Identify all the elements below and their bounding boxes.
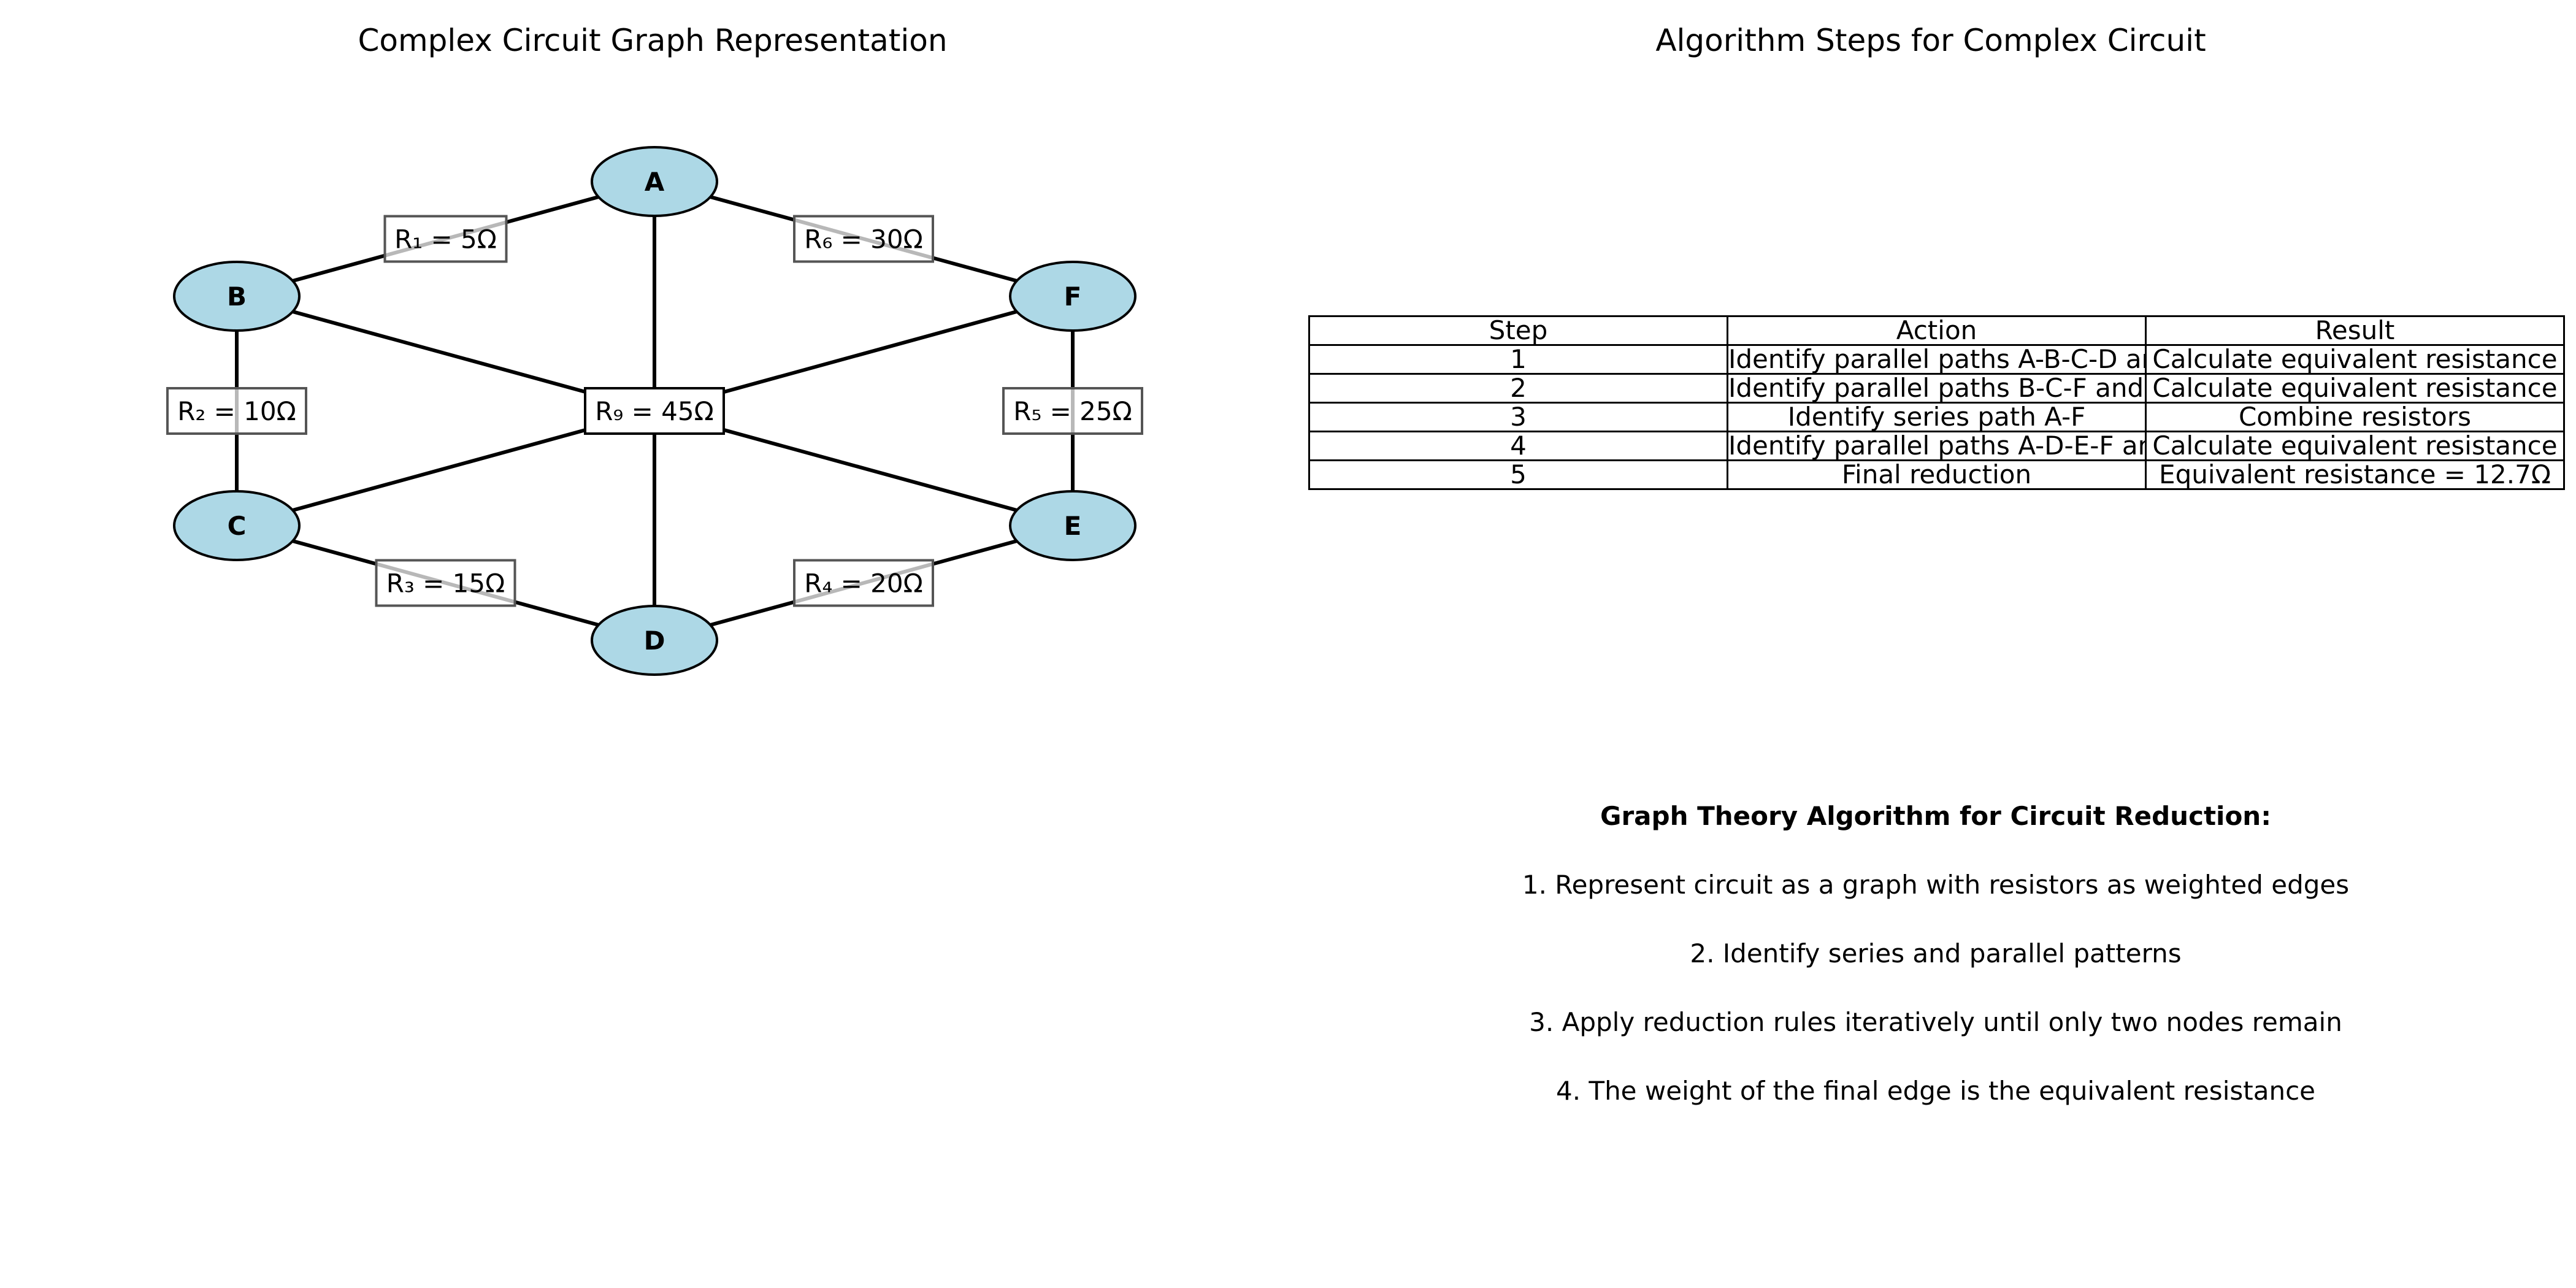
resistor-label-4: R₄ = 20Ω: [793, 559, 934, 607]
header-action: Action: [1727, 315, 2147, 346]
header-step: Step: [1308, 315, 1728, 346]
node-label-c: C: [228, 511, 247, 541]
cell-result: Calculate equivalent resistance: [2145, 373, 2565, 404]
cell-action: Identify parallel paths A-B-C-D and A: [1727, 344, 2147, 375]
cell-result: Calculate equivalent resistance: [2145, 431, 2565, 461]
cell-action: Identify parallel paths A-D-E-F and A: [1727, 431, 2147, 461]
resistor-label-text: R₃ = 15Ω: [386, 569, 505, 599]
node-d: [591, 605, 718, 676]
node-e: [1009, 490, 1137, 561]
resistor-label-3: R₃ = 15Ω: [375, 559, 516, 607]
node-c: [173, 490, 301, 561]
resistor-label-1: R₁ = 5Ω: [383, 215, 508, 263]
table-row: 4 Identify parallel paths A-D-E-F and A …: [1308, 431, 2565, 461]
resistor-label-text: R₁ = 5Ω: [394, 224, 497, 255]
algorithm-step: 1. Represent circuit as a graph with res…: [1522, 870, 2350, 900]
node-label-a: A: [645, 167, 665, 197]
resistor-label-5: R₅ = 25Ω: [1002, 387, 1143, 435]
resistor-label-2: R₂ = 10Ω: [166, 387, 307, 435]
resistor-label-box: [584, 387, 725, 435]
table-row: 5 Final reduction Equivalent resistance …: [1308, 459, 2565, 490]
cell-result: Equivalent resistance = 12.7Ω: [2145, 459, 2565, 490]
node-label-d: D: [644, 626, 665, 656]
cell-result: Combine resistors: [2145, 402, 2565, 432]
resistor-label-7: R₉ = 45Ω: [584, 387, 725, 435]
table-row: 2 Identify parallel paths B-C-F and B- C…: [1308, 373, 2565, 404]
algorithm-heading: Graph Theory Algorithm for Circuit Reduc…: [1600, 801, 2271, 831]
cell-action: Final reduction: [1727, 459, 2147, 490]
algorithm-step: 2. Identify series and parallel patterns: [1690, 938, 2182, 968]
resistor-label-box: [166, 387, 307, 435]
resistor-label-text: R₉ = 45Ω: [595, 396, 713, 426]
cell-result: Calculate equivalent resistance: [2145, 344, 2565, 375]
cell-step: 3: [1308, 402, 1728, 432]
node-label-f: F: [1064, 282, 1082, 312]
graph-title: Complex Circuit Graph Representation: [358, 23, 948, 58]
table-row: 3 Identify series path A-F Combine resis…: [1308, 402, 2565, 432]
node-a: [591, 146, 718, 217]
resistor-label-box: [793, 559, 934, 607]
cell-step: 4: [1308, 431, 1728, 461]
algorithm-step: 3. Apply reduction rules iteratively unt…: [1529, 1007, 2342, 1037]
circuit-graph: A B C D E F R₁ = 5Ω R₂ = 10Ω R₃ = 15Ω R₄ = 20Ω R₅…: [166, 146, 1143, 676]
table-row: 1 Identify parallel paths A-B-C-D and A …: [1308, 344, 2565, 375]
resistor-label-text: R₄ = 20Ω: [804, 569, 922, 599]
resistor-labels: R₁ = 5Ω R₂ = 10Ω R₃ = 15Ω R₄ = 20Ω R₅ = 25Ω R…: [166, 215, 1143, 607]
resistor-label-text: R₆ = 30Ω: [804, 224, 922, 255]
cell-action: Identify series path A-F: [1727, 402, 2147, 432]
node-label-e: E: [1064, 511, 1082, 541]
resistor-label-box: [1002, 387, 1143, 435]
graph-nodes: A B C D E F: [173, 146, 1137, 676]
algorithm-steps-title: Algorithm Steps for Complex Circuit: [1655, 23, 2206, 58]
cell-step: 2: [1308, 373, 1728, 404]
node-b: [173, 261, 301, 332]
resistor-label-box: [375, 559, 516, 607]
cell-step: 5: [1308, 459, 1728, 490]
node-f: [1009, 261, 1137, 332]
resistor-label-box: [383, 215, 508, 263]
table-header-row: Step Action Result: [1308, 315, 2565, 346]
cell-step: 1: [1308, 344, 1728, 375]
resistor-label-text: R₂ = 10Ω: [177, 396, 296, 426]
resistor-label-6: R₆ = 30Ω: [793, 215, 934, 263]
cell-action: Identify parallel paths B-C-F and B-: [1727, 373, 2147, 404]
algorithm-step: 4. The weight of the final edge is the e…: [1555, 1076, 2315, 1106]
resistor-label-text: R₅ = 25Ω: [1013, 396, 1132, 426]
algorithm-steps-table: Step Action Result 1 Identify parallel p…: [1308, 315, 2565, 490]
header-result: Result: [2145, 315, 2565, 346]
node-label-b: B: [227, 282, 247, 312]
algorithm-description: Graph Theory Algorithm for Circuit Reduc…: [1317, 800, 2554, 1144]
resistor-label-box: [793, 215, 934, 263]
